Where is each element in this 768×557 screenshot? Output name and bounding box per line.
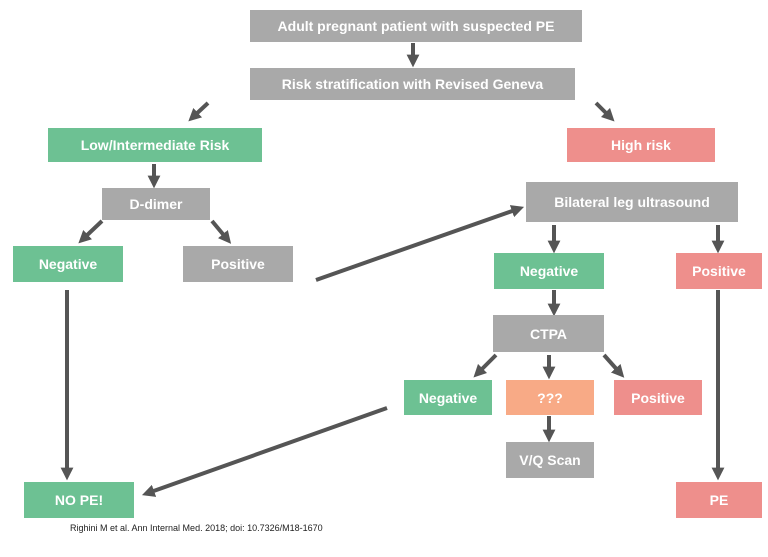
node-d-dimer-positive: Positive xyxy=(183,246,293,282)
node-ultrasound-positive: Positive xyxy=(676,253,762,289)
arrow-ctpa-to-positive xyxy=(602,353,625,378)
arrow-risk-to-high xyxy=(594,101,615,122)
arrow-positive-to-ultrasound xyxy=(315,205,525,282)
node-pe: PE xyxy=(676,482,762,518)
node-d-dimer: D-dimer xyxy=(102,188,210,220)
node-low-intermediate-risk: Low/Intermediate Risk xyxy=(48,128,262,162)
node-ultrasound-negative: Negative xyxy=(494,253,604,289)
node-d-dimer-negative: Negative xyxy=(13,246,123,282)
node-high-risk: High risk xyxy=(567,128,715,162)
node-ctpa: CTPA xyxy=(493,315,604,352)
node-risk-stratification: Risk stratification with Revised Geneva xyxy=(250,68,575,100)
node-vq-scan: V/Q Scan xyxy=(506,442,594,478)
node-ctpa-unclear: ??? xyxy=(506,380,594,415)
node-ctpa-positive: Positive xyxy=(614,380,702,415)
arrow-ctpa-negative-to-nope xyxy=(141,406,388,497)
arrow-ddimer-to-negative xyxy=(78,219,104,244)
arrow-ctpa-to-negative xyxy=(473,353,498,378)
node-bilateral-leg-ultrasound: Bilateral leg ultrasound xyxy=(526,182,738,222)
arrow-risk-to-low xyxy=(188,101,210,122)
node-start: Adult pregnant patient with suspected PE xyxy=(250,10,582,42)
arrow-ddimer-to-positive xyxy=(210,219,232,244)
node-ctpa-negative: Negative xyxy=(404,380,492,415)
citation: Righini M et al. Ann Internal Med. 2018;… xyxy=(70,523,323,533)
node-no-pe: NO PE! xyxy=(24,482,134,518)
